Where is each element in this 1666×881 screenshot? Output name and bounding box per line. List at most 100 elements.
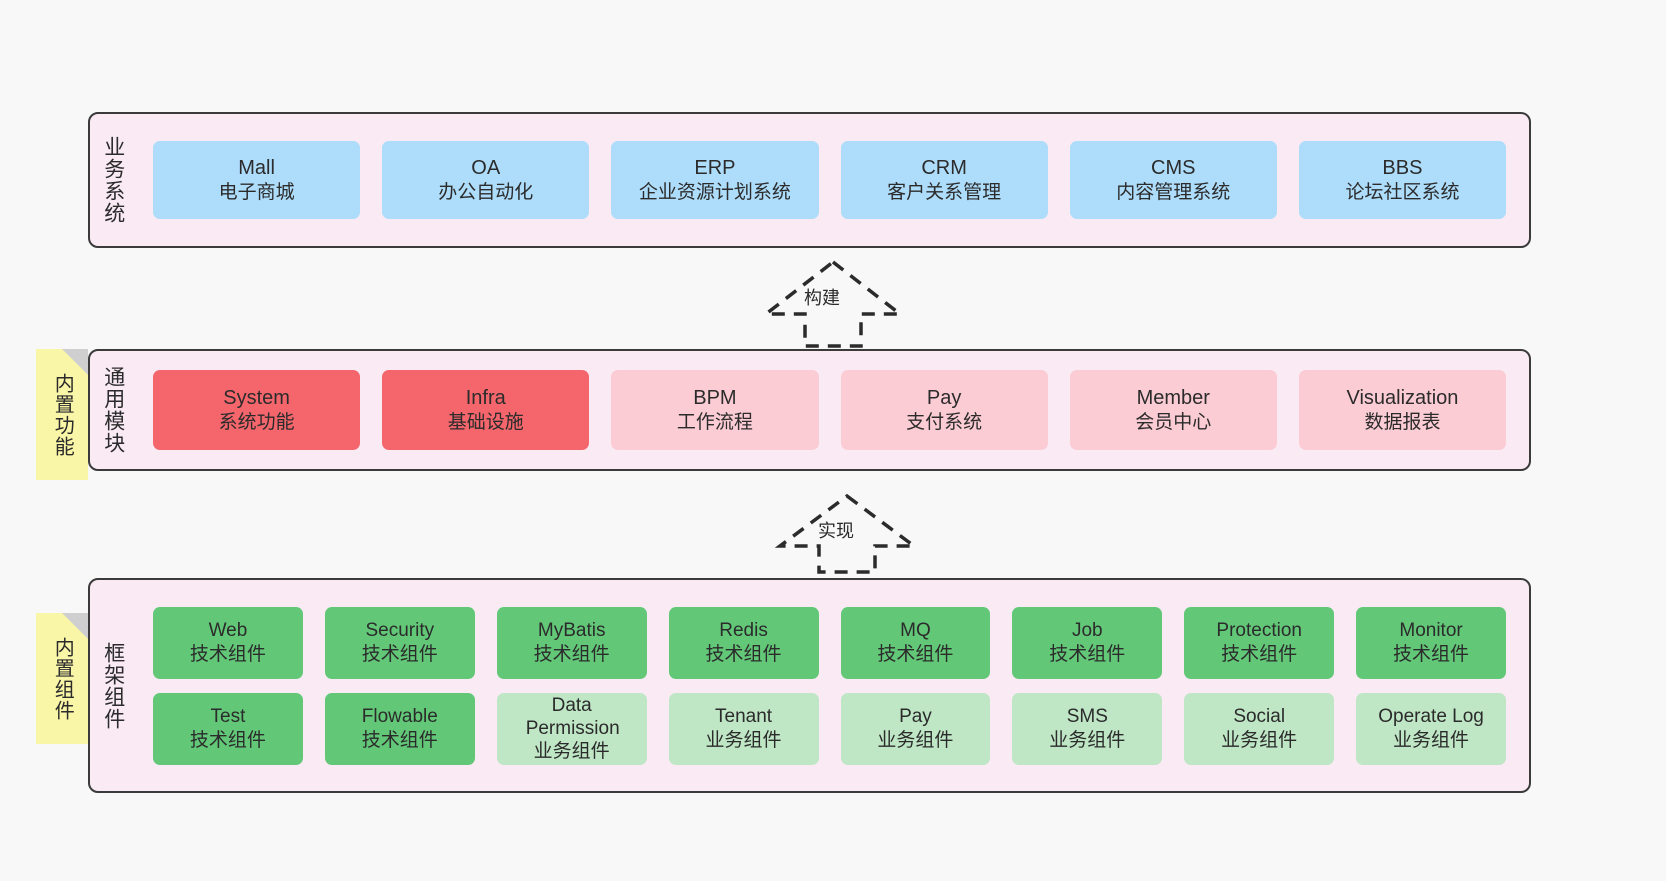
card-job[interactable]: Job 技术组件 — [1012, 606, 1163, 679]
card-monitor[interactable]: Monitor 技术组件 — [1356, 606, 1506, 679]
card-title-en: CMS — [1151, 157, 1196, 180]
card-title-en: OA — [471, 157, 501, 180]
card-title-en: Social — [1233, 706, 1286, 728]
card-title-cn: 客户关系管理 — [887, 181, 1002, 203]
card-title-en: ERP — [694, 157, 736, 180]
layer-framework-components: 框架组件 Web 技术组件 Security 技术组件 MyBatis 技术组件… — [88, 578, 1531, 793]
component-row-business: Test 技术组件 Flowable 技术组件 Data Permission … — [142, 692, 1517, 765]
card-title-en: Security — [365, 620, 435, 642]
card-title-cn: 业务组件 — [1221, 729, 1298, 751]
card-member[interactable]: Member 会员中心 — [1069, 370, 1277, 450]
card-protection[interactable]: Protection 技术组件 — [1184, 606, 1335, 679]
card-title-en: Pay — [926, 387, 962, 410]
card-title-en: Flowable — [361, 706, 438, 728]
card-operate-log[interactable]: Operate Log 业务组件 — [1356, 692, 1506, 765]
card-title-cn: 办公自动化 — [438, 181, 534, 203]
card-title-en: System — [223, 387, 290, 410]
layer-business-systems: 业务系统 Mall 电子商城 OA 办公自动化 ERP 企业资源计划系统 CRM… — [88, 112, 1531, 248]
card-title-cn: 内容管理系统 — [1116, 181, 1231, 203]
connector-implement: 实现 — [772, 492, 922, 576]
card-title-en: Pay — [899, 706, 932, 728]
card-title-cn: 企业资源计划系统 — [638, 181, 791, 203]
connector-build: 构建 — [758, 258, 908, 350]
card-mq[interactable]: MQ 技术组件 — [840, 606, 991, 679]
card-title-en: Data Permission — [525, 694, 620, 739]
card-title-en: Redis — [719, 620, 768, 642]
layer-body-framework-components: Web 技术组件 Security 技术组件 MyBatis 技术组件 Redi… — [136, 580, 1529, 791]
connector-implement-label: 实现 — [818, 521, 854, 541]
card-title-cn: 技术组件 — [361, 729, 438, 751]
card-title-en: Web — [208, 620, 248, 642]
card-title-cn: 业务组件 — [533, 741, 610, 763]
card-title-en: Mall — [238, 157, 275, 180]
card-test[interactable]: Test 技术组件 — [153, 692, 303, 765]
card-title-en: Monitor — [1399, 620, 1463, 642]
card-title-cn: 技术组件 — [1221, 643, 1298, 665]
card-title-en: Job — [1071, 620, 1103, 642]
card-title-cn: 电子商城 — [218, 181, 295, 203]
note-builtin-functions: 内置功能 — [36, 349, 88, 480]
card-title-cn: 论坛社区系统 — [1345, 181, 1460, 203]
card-title-en: MQ — [900, 620, 931, 642]
layer-body-common-modules: System 系统功能 Infra 基础设施 BPM 工作流程 Pay 支付系统… — [136, 351, 1529, 469]
card-oa[interactable]: OA 办公自动化 — [382, 141, 590, 219]
card-title-en: Protection — [1216, 620, 1302, 642]
card-flowable[interactable]: Flowable 技术组件 — [324, 692, 475, 765]
card-title-en: MyBatis — [537, 620, 606, 642]
layer-title-business-systems: 业务系统 — [101, 136, 125, 224]
card-data-permission[interactable]: Data Permission 业务组件 — [496, 692, 647, 765]
card-title-en: Tenant — [715, 706, 773, 728]
card-title-cn: 工作流程 — [676, 411, 753, 433]
card-title-cn: 数据报表 — [1364, 411, 1441, 433]
layer-title-framework-components: 框架组件 — [101, 641, 125, 730]
layer-title-common-modules: 通用模块 — [101, 366, 125, 454]
card-title-cn: 技术组件 — [1393, 643, 1470, 665]
card-title-cn: 业务组件 — [877, 729, 954, 751]
note-label: 内置功能 — [51, 372, 74, 457]
card-title-en: Test — [210, 706, 246, 728]
component-row-tech: Web 技术组件 Security 技术组件 MyBatis 技术组件 Redi… — [142, 606, 1517, 679]
card-title-en: Infra — [465, 387, 506, 410]
card-erp[interactable]: ERP 企业资源计划系统 — [611, 141, 819, 219]
card-bbs[interactable]: BBS 论坛社区系统 — [1298, 141, 1507, 219]
card-title-en: BBS — [1382, 157, 1423, 180]
card-title-cn: 业务组件 — [1049, 729, 1126, 751]
card-cms[interactable]: CMS 内容管理系统 — [1069, 141, 1277, 219]
card-title-en: BPM — [693, 387, 737, 410]
card-title-cn: 支付系统 — [906, 411, 983, 433]
card-tenant[interactable]: Tenant 业务组件 — [668, 692, 819, 765]
card-title-cn: 业务组件 — [1393, 729, 1470, 751]
layer-common-modules: 通用模块 System 系统功能 Infra 基础设施 BPM 工作流程 Pay… — [88, 349, 1531, 471]
card-title-cn: 技术组件 — [361, 643, 438, 665]
card-crm[interactable]: CRM 客户关系管理 — [840, 141, 1048, 219]
card-system[interactable]: System 系统功能 — [153, 370, 361, 450]
card-bpm[interactable]: BPM 工作流程 — [611, 370, 819, 450]
card-title-cn: 技术组件 — [877, 643, 954, 665]
card-redis[interactable]: Redis 技术组件 — [668, 606, 819, 679]
card-visualization[interactable]: Visualization 数据报表 — [1298, 370, 1507, 450]
card-title-en: Member — [1136, 387, 1210, 410]
card-infra[interactable]: Infra 基础设施 — [382, 370, 590, 450]
card-title-cn: 技术组件 — [705, 643, 782, 665]
card-title-cn: 业务组件 — [705, 729, 782, 751]
card-pay-module[interactable]: Pay 支付系统 — [840, 370, 1048, 450]
card-mall[interactable]: Mall 电子商城 — [153, 141, 361, 219]
card-title-en: CRM — [921, 157, 967, 180]
card-title-cn: 技术组件 — [189, 729, 266, 751]
card-title-cn: 技术组件 — [189, 643, 266, 665]
card-web[interactable]: Web 技术组件 — [153, 606, 303, 679]
note-builtin-components: 内置组件 — [36, 613, 88, 744]
note-fold-icon — [62, 349, 88, 375]
card-security[interactable]: Security 技术组件 — [324, 606, 475, 679]
card-title-en: Operate Log — [1378, 706, 1484, 728]
card-sms[interactable]: SMS 业务组件 — [1012, 692, 1163, 765]
card-title-en: SMS — [1066, 706, 1108, 728]
card-title-cn: 技术组件 — [533, 643, 610, 665]
card-social[interactable]: Social 业务组件 — [1184, 692, 1335, 765]
card-pay-component[interactable]: Pay 业务组件 — [840, 692, 991, 765]
note-label: 内置组件 — [51, 636, 74, 721]
connector-build-label: 构建 — [804, 288, 840, 308]
card-title-cn: 会员中心 — [1135, 411, 1212, 433]
card-mybatis[interactable]: MyBatis 技术组件 — [496, 606, 647, 679]
